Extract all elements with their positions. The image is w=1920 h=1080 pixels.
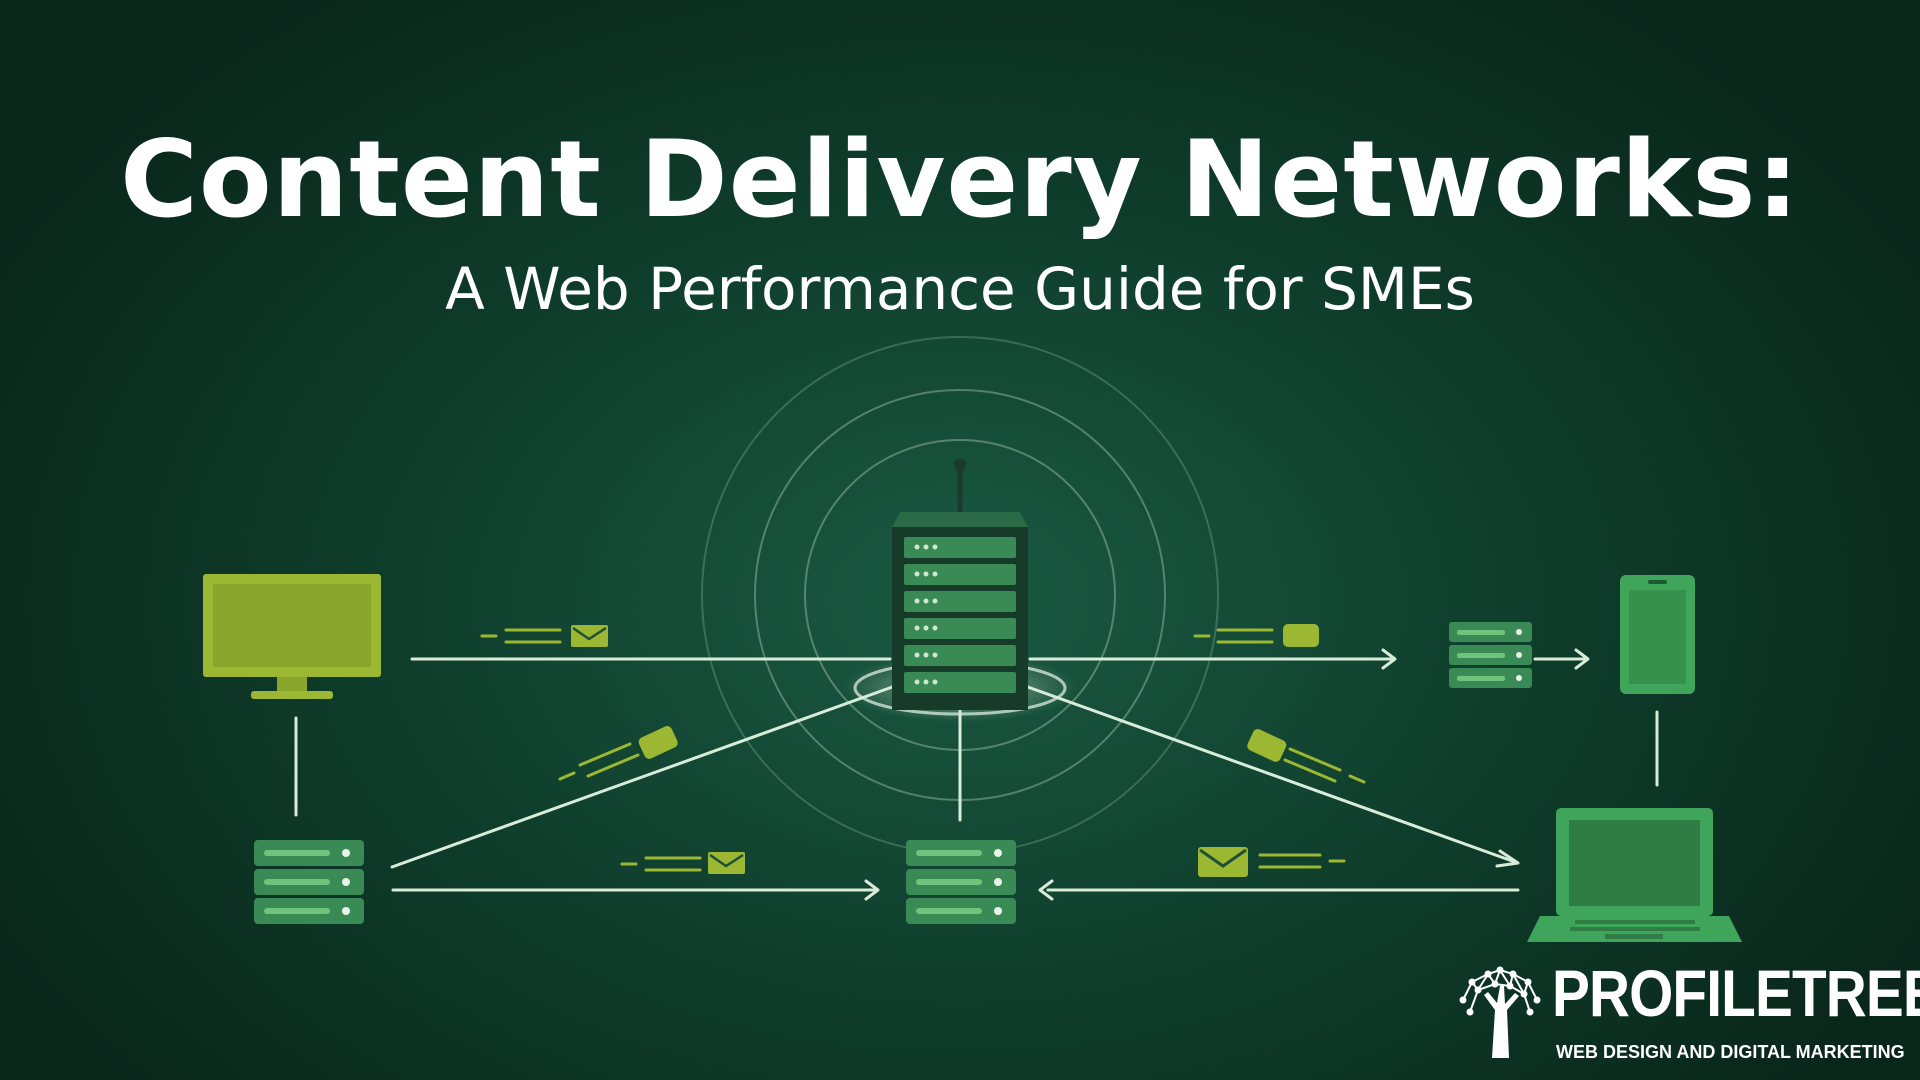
logo-wordmark: PROFILETREE (1552, 956, 1920, 1030)
profiletree-logo-icon (1459, 966, 1541, 1058)
arrow-left-icon (1038, 879, 1054, 901)
envelope-icon (480, 625, 608, 647)
page-subtitle: A Web Performance Guide for SMEs (445, 255, 1475, 323)
smartphone-icon (1620, 575, 1695, 694)
origin-server-rack-icon (892, 459, 1028, 710)
arrow-right-icon (1574, 648, 1590, 670)
data-packet-icon (1193, 624, 1319, 647)
arrow-right-icon (1495, 849, 1520, 868)
arrow-right-icon (1381, 648, 1397, 670)
connection-lines (294, 657, 1659, 892)
arrow-right-icon (864, 879, 880, 901)
data-packet-icon (1247, 729, 1366, 784)
envelope-icon (1198, 847, 1346, 877)
page-title: Content Delivery Networks: (120, 118, 1800, 241)
envelope-icon (620, 852, 745, 874)
arrowheads (864, 648, 1590, 901)
edge-server-right-icon (1449, 622, 1532, 688)
laptop-icon (1527, 808, 1742, 942)
edge-server-center-icon (906, 840, 1016, 924)
monitor-icon (203, 574, 381, 699)
edge-server-left-icon (254, 840, 364, 924)
data-packet-icon (558, 726, 678, 781)
logo-tagline: WEB DESIGN AND DIGITAL MARKETING (1556, 1042, 1905, 1062)
